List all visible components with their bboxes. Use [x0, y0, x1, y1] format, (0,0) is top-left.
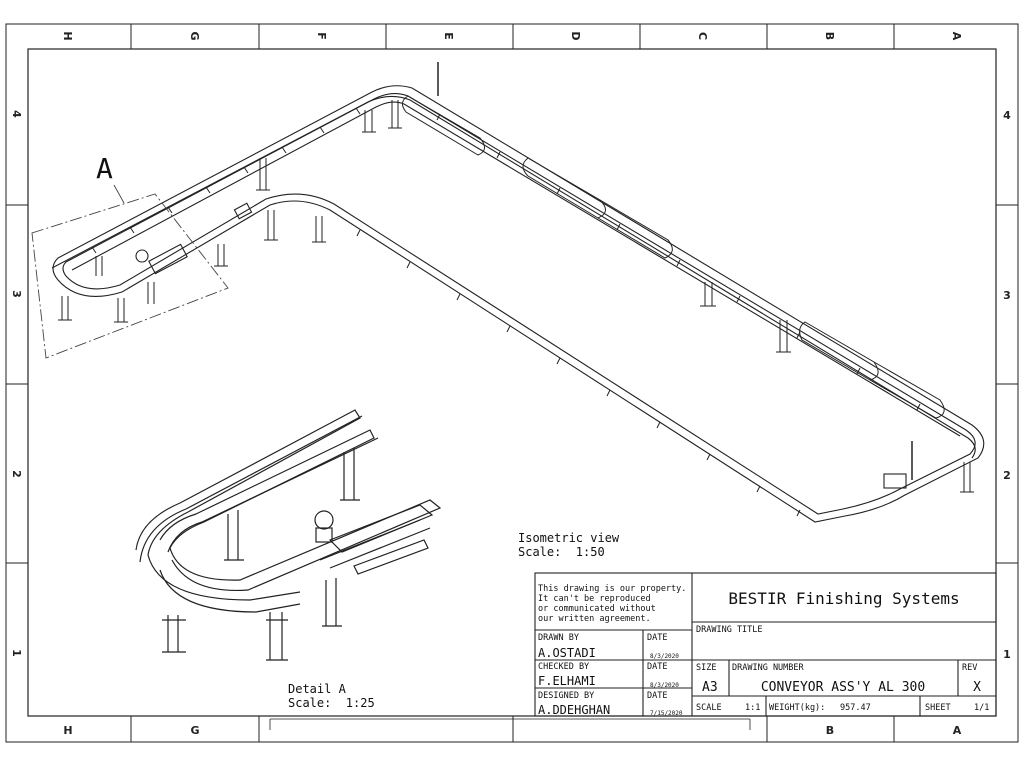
detail-leader [113, 184, 125, 204]
drawn-date-label: DATE [647, 633, 667, 643]
scale-value: 1:1 [745, 703, 760, 713]
sheet-label: SHEET [925, 703, 951, 713]
detail-support-legs [162, 448, 360, 661]
zone-top-c: C [696, 32, 709, 40]
property-line-1: This drawing is our property. [538, 584, 686, 594]
size-label: SIZE [696, 663, 716, 673]
outer-frame [5, 23, 1019, 743]
zone-top-d: D [569, 31, 582, 40]
detail-a-view [135, 409, 442, 661]
detail-lower-rail [147, 554, 301, 601]
designed-date-label: DATE [647, 691, 667, 701]
detail-upper-rail [135, 409, 361, 556]
weight-value: 957.47 [840, 703, 871, 713]
designed-by-label: DESIGNED BY [538, 691, 594, 701]
designed-by-value: A.DDEHGHAN [538, 703, 610, 717]
zone-ticks-bottom [130, 716, 895, 742]
drawn-by-value: A.OSTADI [538, 646, 596, 660]
zone-right-3: 3 [1003, 289, 1011, 302]
drawn-by-label: DRAWN BY [538, 633, 579, 643]
zone-ticks-top [130, 24, 895, 49]
drawn-date-value: 8/3/2020 [650, 653, 679, 660]
company-name: BESTIR Finishing Systems [728, 589, 959, 608]
rev-label: REV [962, 663, 977, 673]
title-block [534, 572, 997, 717]
detail-boundary [31, 193, 229, 359]
scale-label: SCALE [696, 703, 722, 713]
zone-left-3: 3 [10, 290, 23, 298]
iso-view-title: Isometric view [518, 531, 620, 545]
size-value: A3 [702, 680, 718, 695]
checked-by-label: CHECKED BY [538, 662, 589, 672]
drawing-title-label: DRAWING TITLE [696, 625, 763, 635]
property-line-2: It can't be reproduced [538, 594, 651, 604]
zone-top-a: A [950, 32, 963, 41]
drawing-number-label: DRAWING NUMBER [732, 663, 805, 673]
zone-right-1: 1 [1003, 648, 1011, 661]
zone-ticks-sides [6, 204, 1018, 564]
iso-view-scale: Scale: 1:50 [518, 545, 605, 559]
detail-marker-label: A [96, 152, 113, 185]
zone-top-b: B [823, 32, 836, 40]
zone-right-4: 4 [1003, 109, 1011, 122]
bottom-ruler [269, 718, 751, 730]
inner-rail [62, 93, 976, 515]
zone-top-e: E [442, 32, 455, 40]
designed-date-value: 7/15/2020 [650, 710, 683, 717]
zone-bottom-h: H [63, 724, 72, 737]
isometric-conveyor-view [31, 62, 985, 523]
zone-bottom-a: A [953, 724, 962, 737]
inner-frame [27, 48, 997, 717]
zone-bottom-b: B [826, 724, 834, 737]
support-stands [58, 100, 974, 493]
rail-lip-1 [51, 95, 976, 459]
zone-bottom-g: G [190, 724, 199, 737]
checked-date-label: DATE [647, 662, 667, 672]
zone-top-g: G [188, 31, 201, 40]
zone-right-2: 2 [1003, 469, 1011, 482]
zone-top-f: F [315, 32, 328, 40]
zone-left-2: 2 [10, 470, 23, 478]
checked-date-value: 8/3/2020 [650, 682, 679, 689]
rev-value: X [973, 680, 981, 695]
drive-motor [135, 202, 907, 489]
property-line-3: or communicated without [538, 604, 656, 614]
property-line-4: our written agreement. [538, 614, 651, 624]
rail-lip-2 [71, 101, 961, 437]
detail-view-title: Detail A [288, 682, 347, 696]
sheet-value: 1/1 [974, 703, 989, 713]
checked-by-value: F.ELHAMI [538, 674, 596, 688]
outer-rail [52, 85, 985, 523]
zone-left-1: 1 [10, 649, 23, 657]
guard-covers [402, 95, 945, 419]
weight-label: WEIGHT(kg): [769, 703, 825, 713]
detail-motor [314, 510, 334, 530]
rail-ribs [91, 107, 921, 517]
zone-top-h: H [61, 31, 74, 40]
zone-left-4: 4 [10, 110, 23, 118]
drawing-number-value: CONVEYOR ASS'Y AL 300 [761, 680, 925, 695]
detail-view-scale: Scale: 1:25 [288, 696, 375, 710]
